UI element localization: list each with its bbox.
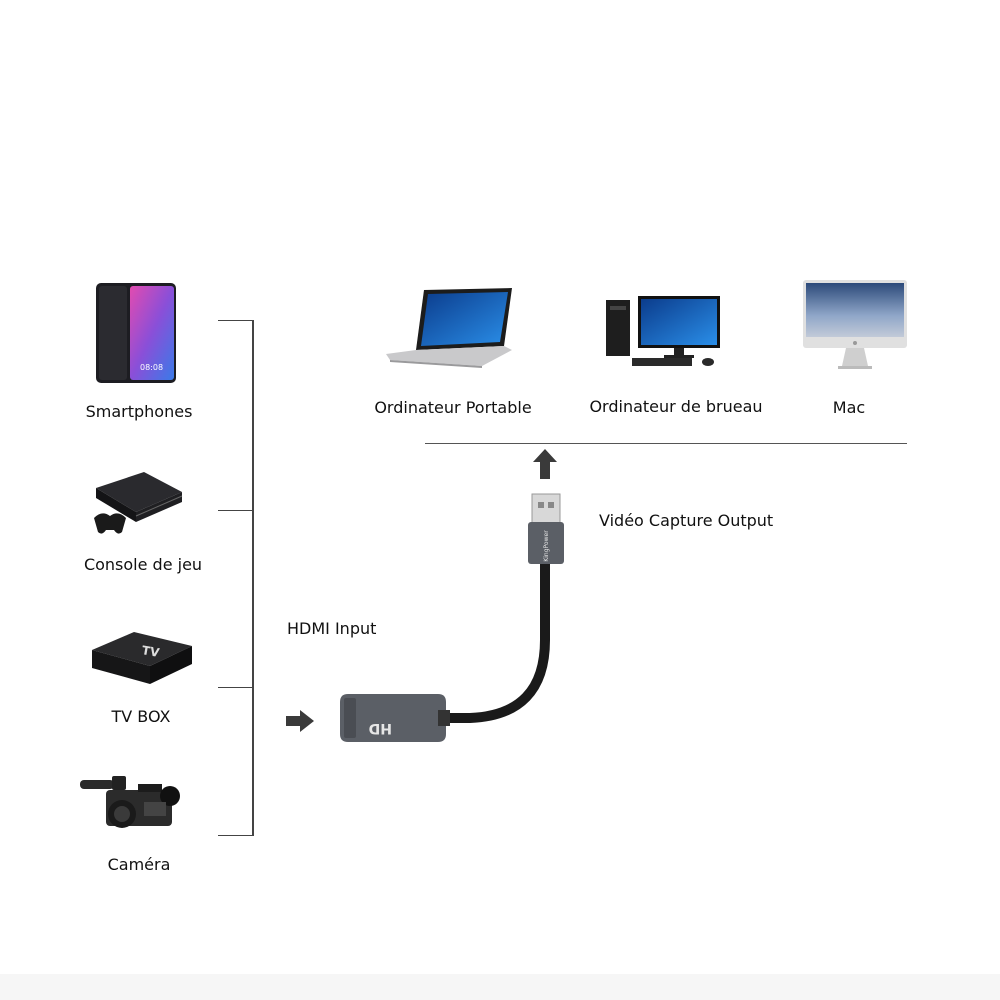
right-arrow-icon: [286, 710, 314, 732]
bracket-tick-2: [218, 510, 254, 511]
desktop-computer-icon: [606, 296, 720, 366]
output-label-laptop: Ordinateur Portable: [374, 398, 532, 417]
device-body-text: HD: [369, 720, 392, 736]
svg-text:08:08: 08:08: [140, 363, 163, 372]
tv-box-icon: TV: [92, 632, 192, 684]
input-label-camera: Caméra: [107, 855, 171, 874]
bottom-strip: [0, 974, 1000, 1000]
output-label-mac: Mac: [832, 398, 866, 417]
bracket-vertical-line: [252, 320, 254, 836]
input-label-console: Console de jeu: [83, 555, 203, 574]
hdmi-input-label: HDMI Input: [287, 619, 377, 638]
plug-brand: KingPower: [543, 530, 550, 562]
game-console-icon: [94, 472, 183, 534]
up-arrow-icon: [533, 449, 557, 479]
tv-box-brand: TV: [141, 643, 161, 660]
video-output-label: Vidéo Capture Output: [599, 511, 774, 530]
output-divider-line: [425, 443, 907, 444]
bracket-tick-3: [218, 687, 254, 688]
bracket-tick-4: [218, 835, 254, 836]
imac-icon: [803, 280, 907, 369]
camcorder-icon: [80, 776, 180, 828]
output-label-desktop: Ordinateur de brueau: [589, 397, 763, 416]
input-label-smartphones: Smartphones: [85, 402, 193, 421]
laptop-icon: [386, 288, 512, 368]
smartphone-icon: 08:08: [96, 283, 176, 383]
bracket-tick-1: [218, 320, 254, 321]
capture-card-device: KingPower HD: [340, 493, 564, 742]
input-label-tvbox: TV BOX: [111, 707, 171, 726]
